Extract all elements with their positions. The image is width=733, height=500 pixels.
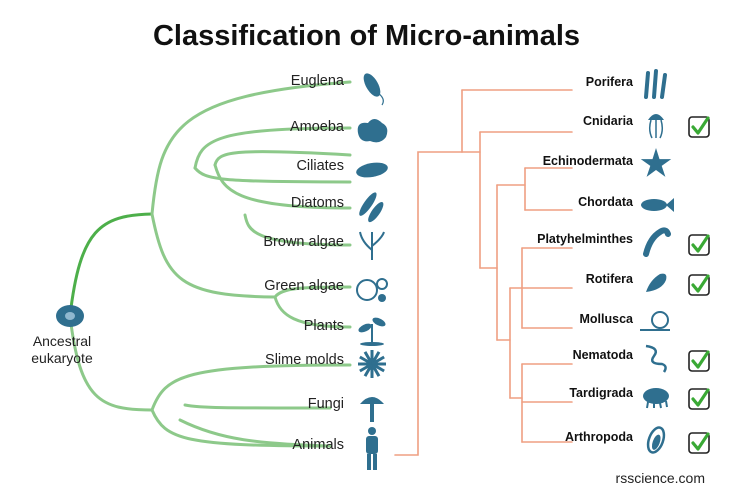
slime-mold-icon xyxy=(358,350,386,378)
flatworm-icon xyxy=(643,227,671,257)
left-taxon-label: Euglena xyxy=(290,73,344,89)
snail-icon xyxy=(640,311,670,331)
mushroom-icon xyxy=(360,397,384,422)
ciliate-icon xyxy=(356,162,388,178)
left-taxon-label: Slime molds xyxy=(265,352,344,368)
root-label-line2: eukaryote xyxy=(31,350,93,366)
right-taxon-label: Echinodermata xyxy=(542,154,633,168)
plant-icon xyxy=(358,317,386,346)
right-taxon-label: Cnidaria xyxy=(582,114,633,128)
right-taxon-label: Chordata xyxy=(578,195,633,209)
tree-branch xyxy=(150,212,277,299)
left-taxon-label: Ciliates xyxy=(296,158,344,174)
sponge-icon xyxy=(644,69,667,99)
diatom-icon xyxy=(359,192,384,223)
fish-icon xyxy=(641,198,674,212)
tree-branch xyxy=(213,150,352,167)
left-taxon-label: Plants xyxy=(303,318,344,334)
starfish-icon xyxy=(640,148,672,177)
left-taxon-label: Diatoms xyxy=(290,195,344,211)
tree-branch xyxy=(193,126,352,170)
green-algae-icon xyxy=(356,278,388,302)
tree-branch xyxy=(150,80,352,216)
diagram-title: Classification of Micro-animals xyxy=(152,20,581,52)
brown-algae-icon xyxy=(359,231,385,260)
tree-branch xyxy=(150,363,352,412)
left-taxon-label: Fungi xyxy=(307,396,344,412)
right-taxon-label: Platyhelminthes xyxy=(537,232,633,246)
tree-branch xyxy=(213,163,352,210)
right-taxon-label: Porifera xyxy=(585,75,633,89)
check-icon xyxy=(688,350,710,372)
human-icon xyxy=(366,427,378,470)
left-taxon-label: Animals xyxy=(292,437,344,453)
tree-link xyxy=(394,151,463,456)
root-label: Ancestral eukaryote xyxy=(22,333,102,367)
jellyfish-icon xyxy=(648,114,664,139)
rotifer-icon xyxy=(646,273,667,292)
right-taxon-label: Arthropoda xyxy=(564,430,633,444)
check-icon xyxy=(688,388,710,410)
right-taxon-label: Nematoda xyxy=(572,348,633,362)
left-taxon-label: Amoeba xyxy=(289,119,344,135)
tree-branch xyxy=(178,418,332,448)
tree-branch xyxy=(68,212,154,318)
amoeba-icon xyxy=(357,119,388,143)
tardigrade-icon xyxy=(643,388,669,409)
left-taxon-label: Brown algae xyxy=(263,234,344,250)
check-icon xyxy=(688,274,710,296)
right-taxon-label: Tardigrada xyxy=(569,386,633,400)
check-icon xyxy=(688,432,710,454)
tree-branch xyxy=(273,285,352,299)
tree-branch xyxy=(193,166,352,184)
root-label-line1: Ancestral xyxy=(32,333,92,349)
tree-branch xyxy=(243,213,352,247)
tree-branch xyxy=(183,403,332,410)
euglena-icon xyxy=(363,73,384,106)
tree-branch xyxy=(68,314,154,412)
arthropod-icon xyxy=(646,426,666,454)
check-icon xyxy=(688,116,710,138)
source-credit: rsscience.com xyxy=(615,470,705,486)
check-icon xyxy=(688,234,710,256)
right-taxon-label: Mollusca xyxy=(579,312,634,326)
tree-branch xyxy=(150,408,332,448)
left-taxon-label: Green algae xyxy=(264,278,344,294)
roundworm-icon xyxy=(645,344,667,373)
right-taxon-label: Rotifera xyxy=(585,272,633,286)
tree-branch xyxy=(273,295,352,329)
nucleus-icon xyxy=(65,312,75,320)
